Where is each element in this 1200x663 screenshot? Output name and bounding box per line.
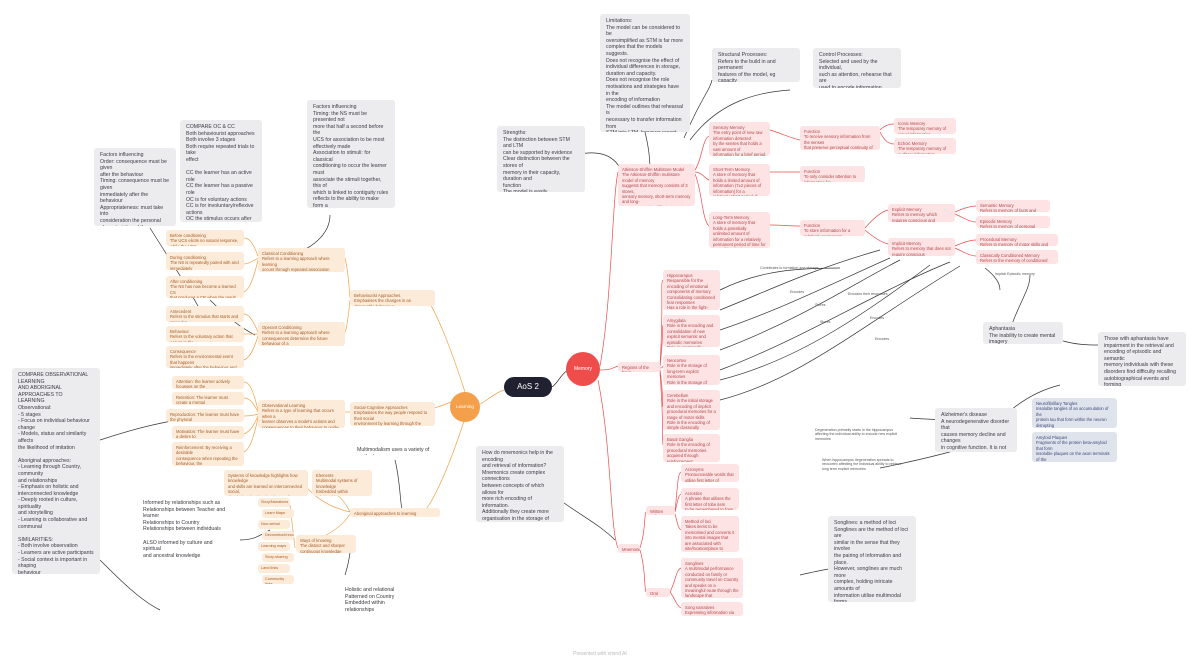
echoic-memory-node[interactable]: Echoic Memory The temporary memory of au… xyxy=(894,138,956,154)
link-label-spread: When hippocampus degeneration spreads to… xyxy=(822,458,902,471)
classical-conditioning-node[interactable]: Classical Conditioning Refers to a learn… xyxy=(258,248,345,272)
ltm-function-node[interactable]: Function To store information for a rela… xyxy=(800,220,865,236)
holistic-relational-text[interactable]: Holistic and relational Patterned on Cou… xyxy=(345,587,395,613)
limitations-note[interactable]: Limitations: The model can be considered… xyxy=(600,14,690,132)
ways-of-knowing-item[interactable]: Non-verbal xyxy=(258,520,290,529)
written-cultures-node[interactable]: Written Cultures xyxy=(646,506,675,515)
compare-oc-cc-note[interactable]: COMPARE OC & CC Both behaviourist approa… xyxy=(180,120,262,222)
attention-node[interactable]: Attention: the learner actively focusses… xyxy=(172,376,244,389)
watermark-text: Presented with xmind AI xyxy=(573,651,627,657)
link-label-contributes: Contributes to formation and storage xyxy=(760,266,819,270)
mnemonics-node[interactable]: Mnemonics xyxy=(618,544,640,553)
aboriginal-approaches-node[interactable]: Aboriginal approaches to learning xyxy=(350,508,440,517)
ways-of-knowing-item[interactable]: Learning maps xyxy=(258,542,290,551)
sensory-function-node[interactable]: Function To receive sensory information … xyxy=(800,126,880,150)
systems-of-knowledge-node[interactable]: Systems of knowledge highlights how know… xyxy=(224,470,308,496)
memory-topic[interactable]: Memory xyxy=(566,352,600,386)
acronyms-node[interactable]: Acronyms Pronounceable words that utilis… xyxy=(681,464,739,482)
aphantasia-note[interactable]: Aphantasia The inability to create menta… xyxy=(983,322,1063,344)
informed-by-relationships-text[interactable]: Informed by relationships such as Relati… xyxy=(143,500,226,559)
songlines-note[interactable]: Songlines: a method of loci Songlines ar… xyxy=(828,516,916,602)
cerebellum-node[interactable]: Cerebellum Role in the initial storage a… xyxy=(663,390,720,430)
elements-node[interactable]: Elements Multimodal systems of knowledge… xyxy=(312,470,372,496)
control-processes-note[interactable]: Control Processes: Selected and used by … xyxy=(813,48,901,88)
amygdala-node[interactable]: Amygdala Role in the encoding and consol… xyxy=(663,315,720,347)
mnemonics-question-note[interactable]: How do mnemonics help in the encoding an… xyxy=(476,446,564,522)
before-conditioning-node[interactable]: Before conditioning The UCS elicits no n… xyxy=(166,230,244,246)
behaviour-node[interactable]: Behaviour Refers to the voluntary action… xyxy=(166,326,244,342)
ways-of-knowing-item[interactable]: Story-sharing xyxy=(262,553,294,562)
link-label-stores-2: Stores xyxy=(820,320,831,324)
sensory-memory-node[interactable]: Sensory Memory The entry point of new ra… xyxy=(709,122,770,156)
oral-cultures-node[interactable]: Oral Cultures xyxy=(646,588,670,597)
amyloid-plaques-node[interactable]: Amyloid Plaques Fragments of the protein… xyxy=(1032,432,1117,462)
episodic-memory-node[interactable]: Episodic Memory Refers to memory of pers… xyxy=(976,216,1050,228)
learning-topic[interactable]: Learning xyxy=(450,392,480,422)
behaviourist-approaches-node[interactable]: Behaviourist Approaches Emphasises the c… xyxy=(350,290,435,306)
factors-cc-note[interactable]: Factors influencing Timing: the NS must … xyxy=(307,100,395,208)
social-cognitive-node[interactable]: Social-Cognitive Approaches Emphasises t… xyxy=(350,402,435,426)
consequence-node[interactable]: Consequence Refers to the environmental … xyxy=(166,346,244,368)
link-label-degeneration: Degeneration primarily starts in the hip… xyxy=(815,428,898,441)
song-narratives-node[interactable]: Song narratives Expressing information v… xyxy=(681,602,743,616)
motivation-node[interactable]: Motivation: The learner must have a desi… xyxy=(172,426,244,439)
hippocampus-node[interactable]: Hippocampus Responsible for the encoding… xyxy=(663,270,720,310)
reproduction-node[interactable]: Reproduction: The learner must have the … xyxy=(166,409,244,422)
link-label-encodes-responses: Encodes their responses xyxy=(848,292,888,296)
ways-of-knowing-node[interactable]: Ways of knowing The distinct and sharper… xyxy=(296,535,356,553)
antecedent-node[interactable]: Antecedent Refers to the stimulus that s… xyxy=(166,306,244,322)
acrostics-node[interactable]: Acrostics A phrase that utilises the fir… xyxy=(681,488,739,510)
link-label-encodes-2: Encodes xyxy=(870,316,884,320)
multimodalism-text[interactable]: Multimodalism uses a variety of methods xyxy=(357,447,430,455)
ltm-node[interactable]: Long-Term Memory A store of memory that … xyxy=(709,212,770,248)
basal-ganglia-node[interactable]: Basal Ganglia Role in the encoding of pr… xyxy=(663,434,720,462)
multistore-model-node[interactable]: Atkinson-Shiffrin Multistore Model The A… xyxy=(618,164,695,206)
semantic-memory-node[interactable]: Semantic Memory Refers to memory of fact… xyxy=(976,200,1050,212)
strengths-note[interactable]: Strengths: The distinction between STM a… xyxy=(497,126,585,192)
ways-of-knowing-item[interactable]: Deconstruct/reconstruct xyxy=(262,531,294,540)
central-topic[interactable]: AoS 2 xyxy=(504,377,552,397)
during-conditioning-node[interactable]: During conditioning The NS is repeatedly… xyxy=(166,252,244,270)
stm-node[interactable]: Short-Term Memory A store of memory that… xyxy=(709,164,770,196)
implicit-memory-node[interactable]: Implicit Memory Refers to memory that do… xyxy=(888,238,955,256)
alzheimers-note[interactable]: Alzheimer's disease A neurodegenerative … xyxy=(935,408,1017,452)
songlines-node[interactable]: Songlines A multimodal performance condu… xyxy=(681,558,743,598)
ways-of-knowing-item[interactable]: Land links xyxy=(258,564,290,573)
factors-oc-note[interactable]: Factors influencing Order: consequence m… xyxy=(94,148,176,226)
link-label-encodes-3: Encodes xyxy=(875,337,889,341)
link-label-stores-1: Stores xyxy=(815,303,826,307)
neurofibrillary-tangles-node[interactable]: Neurofibrillary Tangles Insoluble tangle… xyxy=(1032,398,1117,428)
reinforcement-node[interactable]: Reinforcement: By receiving a desirable … xyxy=(172,442,244,466)
ways-of-knowing-item[interactable]: Learn Maps xyxy=(262,509,294,518)
link-label-implicit-episodic: Implicit Episodic memory xyxy=(995,272,1035,276)
neocortex-node[interactable]: Neocortex Role in the storage of long-te… xyxy=(663,355,720,385)
compare-observational-aboriginal-note[interactable]: COMPARE OBSERVATIONAL LEARNING AND ABORI… xyxy=(12,368,100,574)
iconic-memory-node[interactable]: Iconic Memory The temporary memory of vi… xyxy=(894,118,956,134)
method-of-loci-node[interactable]: Method of loci Takes items to be memoris… xyxy=(681,516,739,552)
aphantasia-impairment-note[interactable]: Those with aphantasia have impairment in… xyxy=(1098,332,1186,386)
operant-conditioning-node[interactable]: Operant Conditioning Refers to a learnin… xyxy=(258,322,345,346)
structural-processes-note[interactable]: Structural Processes: Refers to the buil… xyxy=(712,48,800,82)
procedural-memory-node[interactable]: Procedural Memory Refers to memory of mo… xyxy=(976,234,1058,246)
observational-learning-node[interactable]: Observational Learning Refers to a type … xyxy=(258,400,345,428)
classically-conditioned-memory-node[interactable]: Classically Conditioned Memory Refers to… xyxy=(976,250,1058,264)
link-label-encodes-1: Encodes xyxy=(790,290,804,294)
regions-of-brain-node[interactable]: Regions of the brain xyxy=(618,362,660,372)
explicit-memory-node[interactable]: Explicit Memory Refers to memory which r… xyxy=(888,204,955,222)
after-conditioning-node[interactable]: After conditioning The NS has now become… xyxy=(166,276,244,298)
ways-of-knowing-item[interactable]: Story/Narratives xyxy=(258,498,290,507)
stm-function-node[interactable]: Function To only consider attention to i… xyxy=(800,166,865,182)
ways-of-knowing-item[interactable]: Community links xyxy=(262,575,294,584)
retention-node[interactable]: Retention: The learner must create a men… xyxy=(172,392,244,405)
